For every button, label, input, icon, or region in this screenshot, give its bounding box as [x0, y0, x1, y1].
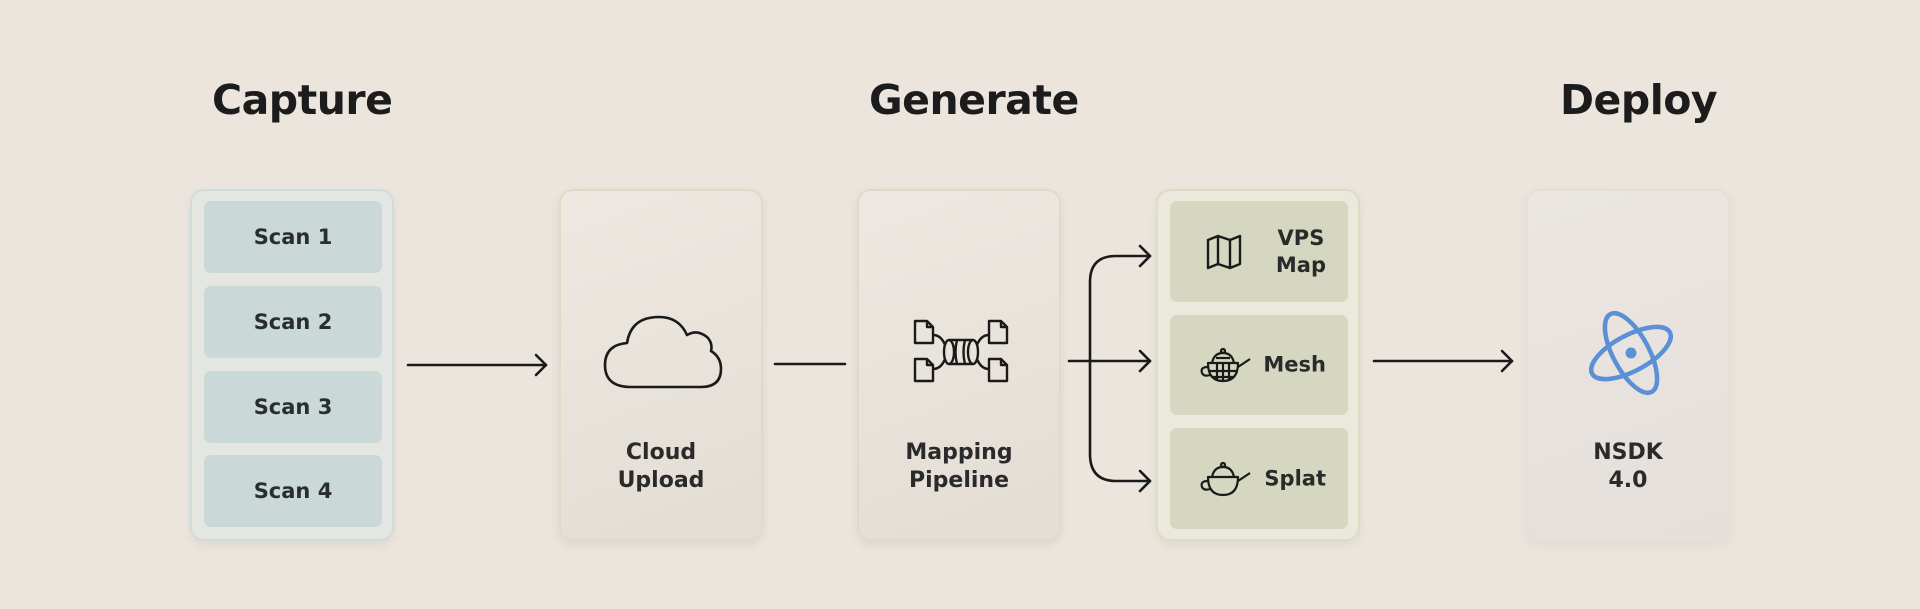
cloud-upload-label: Cloud Upload: [617, 440, 705, 493]
nsdk-label: NSDK 4.0: [1593, 440, 1663, 493]
map-icon: [1206, 234, 1242, 270]
output-splat[interactable]: Splat: [1170, 428, 1348, 529]
mapping-pipeline-label: Mapping Pipeline: [905, 440, 1013, 493]
scan-item-1[interactable]: Scan 1: [204, 201, 382, 273]
scan-label: Scan 3: [253, 395, 333, 419]
section-title-capture: Capture: [212, 76, 393, 124]
section-title-deploy: Deploy: [1560, 76, 1718, 124]
scan-item-3[interactable]: Scan 3: [204, 371, 382, 443]
scan-label: Scan 2: [253, 310, 333, 334]
section-title-generate: Generate: [869, 76, 1079, 124]
mapping-pipeline-card[interactable]: Mapping Pipeline: [857, 189, 1061, 541]
teapot-icon: [1200, 461, 1251, 497]
cloud-icon: [603, 315, 723, 389]
output-mesh[interactable]: Mesh: [1170, 315, 1348, 415]
capture-scan-list: Scan 1 Scan 2 Scan 3 Scan 4: [190, 189, 394, 541]
atom-icon: [1588, 310, 1674, 396]
nsdk-card[interactable]: NSDK 4.0: [1526, 189, 1730, 541]
output-vps-map[interactable]: VPS Map: [1170, 201, 1348, 302]
output-list: VPS Map Mesh: [1156, 189, 1360, 541]
scan-item-4[interactable]: Scan 4: [204, 455, 382, 527]
scan-label: Scan 4: [253, 479, 333, 503]
splat-label: Splat: [1264, 466, 1326, 490]
vps-map-label: VPS Map: [1275, 225, 1326, 277]
scan-label: Scan 1: [253, 225, 333, 249]
mesh-teapot-icon: [1200, 347, 1251, 383]
cloud-upload-card[interactable]: Cloud Upload: [559, 189, 763, 541]
scan-item-2[interactable]: Scan 2: [204, 286, 382, 358]
pipeline-icon: [913, 319, 1009, 383]
branch-connector: [1067, 244, 1152, 493]
mesh-label: Mesh: [1263, 352, 1326, 377]
